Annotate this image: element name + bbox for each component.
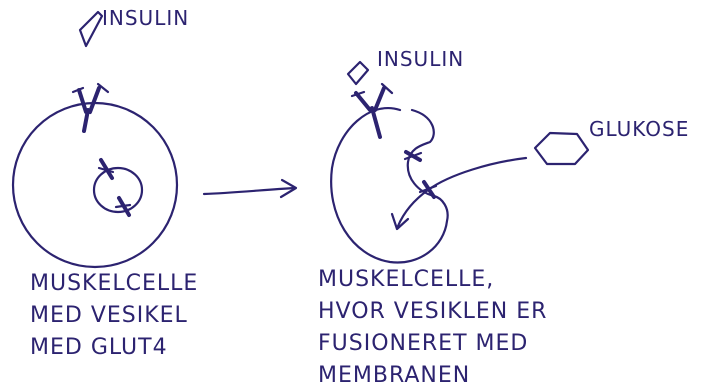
insulin-receptor-left (73, 84, 108, 131)
glucose-label: GLUKOSE (589, 119, 689, 139)
insulin-diamond-left (80, 12, 102, 46)
caption-left-line: MUSKELCELLE (30, 268, 198, 300)
transition-arrow (204, 180, 296, 197)
caption-left: MUSKELCELLE MED VESIKEL MED GLUT4 (30, 268, 198, 364)
caption-right-line: MUSKELCELLE, (318, 264, 547, 296)
caption-right-line: HVOR VESIKLEN ER (318, 296, 547, 328)
caption-right-line: MEMBRANEN (318, 360, 547, 388)
glut4-transporter-membrane-top (405, 152, 421, 160)
muscle-cell-right (331, 108, 448, 262)
insulin-label-right: INSULIN (377, 49, 464, 69)
insulin-label-left: INSULIN (102, 8, 189, 28)
caption-left-line: MED VESIKEL (30, 300, 198, 332)
caption-right-line: FUSIONERET MED (318, 328, 547, 360)
glucose-hexagon (535, 133, 588, 164)
insulin-diamond-right (348, 62, 368, 84)
caption-right: MUSKELCELLE, HVOR VESIKLEN ER FUSIONERET… (318, 264, 547, 388)
vesicle-left (94, 168, 142, 212)
insulin-receptor-right (352, 84, 392, 137)
glucose-uptake-arrow (392, 158, 526, 229)
caption-left-line: MED GLUT4 (30, 332, 198, 364)
